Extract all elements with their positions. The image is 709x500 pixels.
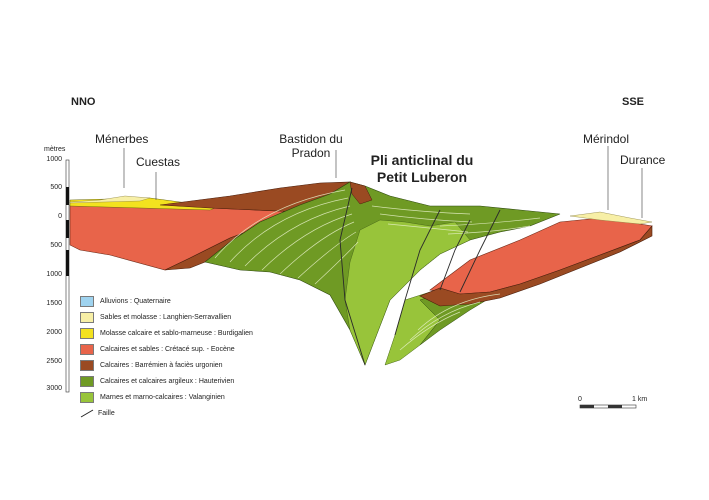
- unit-langhien-south: [569, 211, 653, 225]
- legend-label: Sables et molasse : Langhien-Serravallie…: [100, 313, 232, 321]
- legend-label: Marnes et marno-calcaires : Valanginien: [100, 393, 225, 401]
- depth-axis-unit: mètres: [44, 146, 66, 153]
- place-bastidon-line2: Pradon: [291, 146, 331, 160]
- depth-tick: 2500: [46, 358, 62, 365]
- place-durance: Durance: [620, 153, 666, 167]
- legend-item: Calcaires et calcaires argileux : Hauter…: [80, 373, 285, 389]
- legend-item-fault: Faille: [80, 405, 285, 421]
- legend-swatch: [80, 359, 94, 371]
- legend-item: Molasse calcaire et sablo-marneuse : Bur…: [80, 325, 285, 341]
- legend-label: Calcaires : Barrémien à faciès urgonien: [100, 361, 223, 369]
- orientation-left: NNO: [71, 96, 96, 108]
- scale-label-start: 0: [578, 396, 582, 403]
- legend-label: Alluvions : Quaternaire: [100, 297, 171, 305]
- scale-label-end: 1 km: [632, 396, 648, 403]
- legend-item: Sables et molasse : Langhien-Serravallie…: [80, 309, 285, 325]
- orientation-right: SSE: [622, 96, 645, 108]
- section-title-line1: Pli anticlinal du: [370, 152, 474, 168]
- legend: Alluvions : Quaternaire Sables et molass…: [80, 293, 285, 421]
- place-menerbes: Ménerbes: [95, 132, 149, 146]
- legend-swatch: [80, 295, 94, 307]
- legend-swatch: [80, 327, 94, 339]
- unit-valanginien: [344, 219, 471, 366]
- legend-item: Calcaires : Barrémien à faciès urgonien: [80, 357, 285, 373]
- legend-label: Molasse calcaire et sablo-marneuse : Bur…: [100, 329, 253, 337]
- legend-swatch: [80, 375, 94, 387]
- depth-tick: 3000: [46, 385, 62, 392]
- legend-swatch: [80, 311, 94, 323]
- depth-tick: 500: [50, 242, 62, 249]
- fault-icon: [80, 409, 94, 417]
- legend-item: Calcaires et sables : Crétacé sup. - Eoc…: [80, 341, 285, 357]
- depth-axis-bar: [65, 159, 70, 393]
- legend-item: Marnes et marno-calcaires : Valanginien: [80, 389, 285, 405]
- place-cuestas: Cuestas: [136, 155, 181, 169]
- legend-swatch: [80, 343, 94, 355]
- legend-label-fault: Faille: [98, 409, 115, 417]
- unit-barremien-south: [419, 225, 653, 307]
- leader-lines: [123, 146, 643, 218]
- bedding-lines: [214, 189, 541, 351]
- depth-tick: 1000: [46, 271, 62, 278]
- unit-langhien-left: [69, 195, 151, 204]
- legend-item: Alluvions : Quaternaire: [80, 293, 285, 309]
- place-bastidon: Bastidon du Pradon: [276, 132, 346, 160]
- depth-tick: 500: [50, 184, 62, 191]
- place-merindol: Mérindol: [583, 132, 630, 146]
- depth-tick: 0: [58, 213, 62, 220]
- depth-tick: 2000: [46, 329, 62, 336]
- section-title: Pli anticlinal du Petit Luberon: [363, 152, 481, 186]
- section-title-line2: Petit Luberon: [376, 169, 468, 185]
- place-bastidon-line1: Bastidon du: [279, 132, 343, 146]
- depth-tick: 1000: [46, 156, 62, 163]
- depth-tick: 1500: [46, 300, 62, 307]
- legend-swatch: [80, 391, 94, 403]
- unit-barremien-summit: [349, 181, 373, 205]
- fault-lines: [339, 187, 501, 366]
- scale-bar: [579, 404, 637, 409]
- legend-label: Calcaires et calcaires argileux : Hauter…: [100, 377, 235, 385]
- legend-label: Calcaires et sables : Crétacé sup. - Eoc…: [100, 345, 235, 353]
